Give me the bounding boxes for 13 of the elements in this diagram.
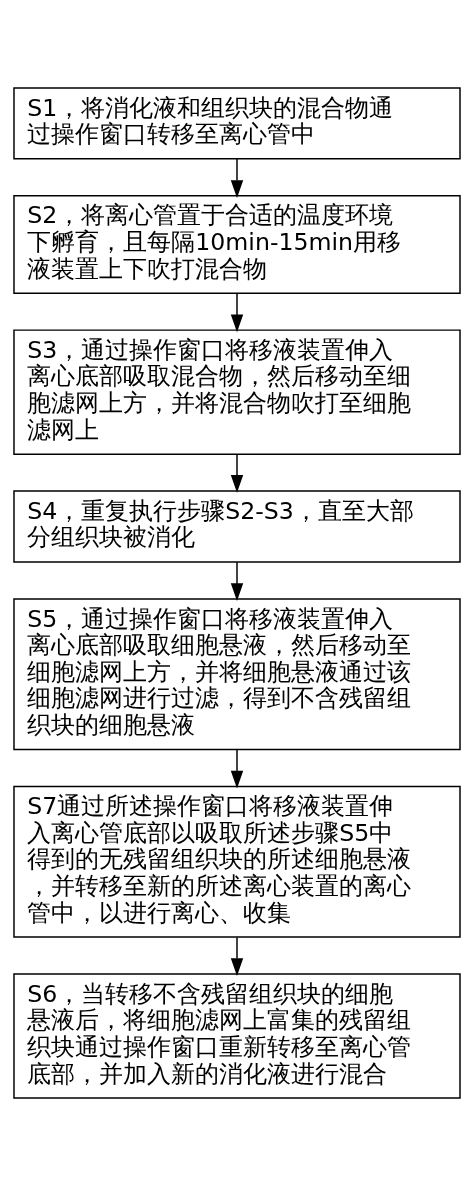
arrow	[230, 561, 244, 601]
node-box: S6，当转移不含残留组织块的细胞悬液后，将细胞滤网上富集的残留组织块通过操作窗口重新转移至离心管底部，并加入新的消化液进行混合	[13, 972, 461, 1099]
node-box: S1，将消化液和组织块的混合物通过操作窗口转移至离心管中	[13, 86, 461, 160]
arrow	[230, 292, 244, 332]
node-box: S7通过所述操作窗口将移液装置伸入离心管底部以吸取所述步骤S5中得到的无残留组织块的所述细胞悬液，并转移至新的所述离心装置的离心管中，以进行离心、收集	[13, 785, 461, 938]
node-box: S5，通过操作窗口将移液装置伸入离心底部吸取细胞悬液，然后移动至细胞滤网上方，并将细胞悬液通过该细胞滤网进行过滤，得到不含残留组织块的细胞悬液	[13, 597, 461, 750]
node-box: S2，将离心管置于合适的温度环境下孵育，且每隔10min-15min用移液装置上下吹打混合物	[13, 194, 461, 294]
arrow	[230, 453, 244, 493]
node-box: S4，重复执行步骤S2-S3，直至大部分组织块被消化	[13, 489, 461, 563]
node-box: S3，通过操作窗口将移液装置伸入离心底部吸取混合物，然后移动至细胞滤网上方，并将混合物吹打至细胞滤网上	[13, 328, 461, 455]
arrow	[230, 748, 244, 788]
arrow	[230, 157, 244, 198]
arrow	[230, 936, 244, 976]
